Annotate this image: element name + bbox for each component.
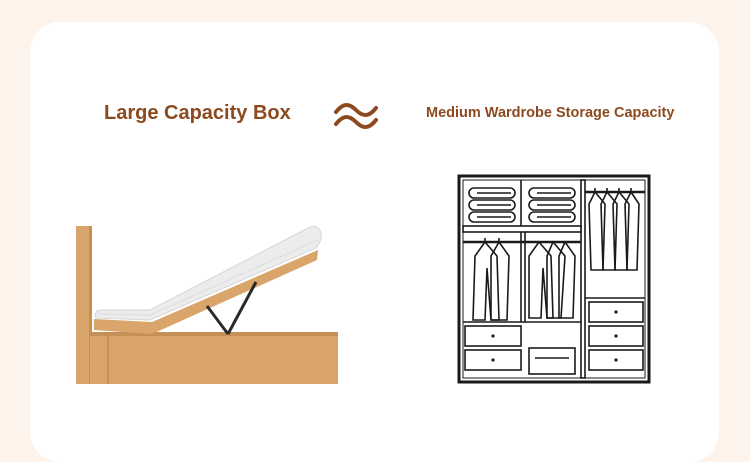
- gas-strut: [205, 305, 230, 335]
- mattress: [94, 225, 322, 321]
- drawer: [588, 325, 644, 347]
- medium-wardrobe-capacity-label: Medium Wardrobe Storage Capacity: [426, 105, 675, 121]
- hanging-coats-middle: [528, 240, 576, 319]
- lift-platform: [94, 250, 318, 334]
- drawer: [464, 325, 522, 347]
- headboard: [76, 226, 92, 384]
- large-capacity-box-label: Large Capacity Box: [104, 102, 291, 124]
- hanging-shirts-right: [588, 188, 640, 271]
- approximately-equal-icon: [334, 103, 378, 129]
- gas-strut: [226, 281, 258, 335]
- hanging-coats-left: [472, 238, 510, 321]
- folded-clothes-stack: [468, 187, 516, 223]
- drawer: [588, 301, 644, 323]
- wardrobe-illustration: [457, 174, 651, 384]
- drawer: [464, 349, 522, 371]
- drawer: [528, 347, 576, 375]
- storage-bed-illustration: [76, 225, 338, 384]
- drawer: [588, 349, 644, 371]
- bed-base: [90, 332, 338, 384]
- folded-clothes-stack: [528, 187, 576, 223]
